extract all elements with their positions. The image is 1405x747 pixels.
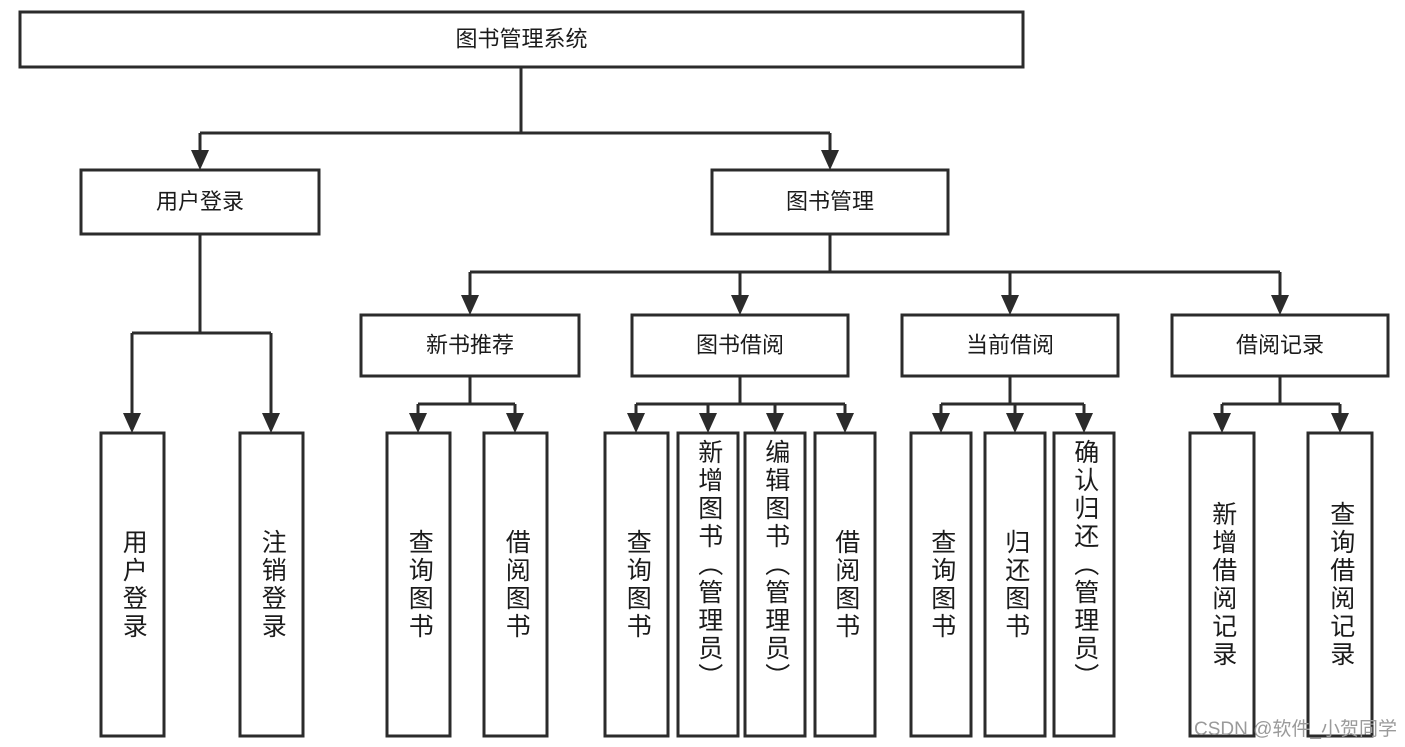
connector-lines-group xyxy=(123,67,1349,433)
leaf-node-box-6[interactable] xyxy=(743,431,807,738)
level3-node-label-3: 借阅记录 xyxy=(1236,332,1324,357)
leaf-node-box-4[interactable] xyxy=(603,431,670,738)
node-boxes-group xyxy=(18,10,1390,738)
root-to-level2-arrow-0 xyxy=(191,150,209,170)
level3-2-to-leaves-arrow-2 xyxy=(1075,413,1093,433)
book-to-level3-arrow-1 xyxy=(731,295,749,315)
level3-3-to-leaves-arrow-1 xyxy=(1331,413,1349,433)
leaf-node-box-5[interactable] xyxy=(676,431,740,738)
level2-node-box-1[interactable] xyxy=(710,168,950,236)
leaf-node-box-11[interactable] xyxy=(1188,431,1256,738)
leaf-node-box-3[interactable] xyxy=(482,431,549,738)
leaf-node-box-10[interactable] xyxy=(1052,431,1116,738)
book-to-level3-arrow-0 xyxy=(461,295,479,315)
level2-node-box-0[interactable] xyxy=(79,168,321,236)
level3-node-label-0: 新书推荐 xyxy=(426,332,514,357)
book-to-level3-arrow-3 xyxy=(1271,295,1289,315)
level3-node-box-0[interactable] xyxy=(359,313,581,378)
level3-node-box-1[interactable] xyxy=(630,313,850,378)
user-to-leaves-arrow-0 xyxy=(123,413,141,433)
level3-1-to-leaves-arrow-2 xyxy=(766,413,784,433)
root-node-label: 图书管理系统 xyxy=(455,26,587,51)
leaf-node-box-8[interactable] xyxy=(909,431,973,738)
level2-node-label-0: 用户登录 xyxy=(156,189,244,214)
level3-1-to-leaves-arrow-1 xyxy=(699,413,717,433)
leaf-node-box-1[interactable] xyxy=(238,431,305,738)
leaf-node-box-2[interactable] xyxy=(385,431,452,738)
book-to-level3-arrow-2 xyxy=(1001,295,1019,315)
level3-node-label-2: 当前借阅 xyxy=(966,332,1054,357)
level3-0-to-leaves-arrow-0 xyxy=(409,413,427,433)
level3-0-to-leaves-arrow-1 xyxy=(506,413,524,433)
level3-3-to-leaves-arrow-0 xyxy=(1213,413,1231,433)
root-to-level2-arrow-1 xyxy=(821,150,839,170)
user-to-leaves-arrow-1 xyxy=(262,413,280,433)
level3-1-to-leaves-arrow-3 xyxy=(836,413,854,433)
level3-2-to-leaves-arrow-0 xyxy=(932,413,950,433)
root-node-box[interactable] xyxy=(18,10,1025,69)
level3-node-box-2[interactable] xyxy=(900,313,1120,378)
leaf-node-box-9[interactable] xyxy=(983,431,1047,738)
level2-node-label-1: 图书管理 xyxy=(786,189,874,214)
leaf-node-box-0[interactable] xyxy=(99,431,166,738)
level3-1-to-leaves-arrow-0 xyxy=(627,413,645,433)
level3-2-to-leaves-arrow-1 xyxy=(1006,413,1024,433)
level3-node-box-3[interactable] xyxy=(1170,313,1390,378)
level3-node-label-1: 图书借阅 xyxy=(696,332,784,357)
leaf-node-box-12[interactable] xyxy=(1306,431,1374,738)
leaf-node-box-7[interactable] xyxy=(813,431,877,738)
